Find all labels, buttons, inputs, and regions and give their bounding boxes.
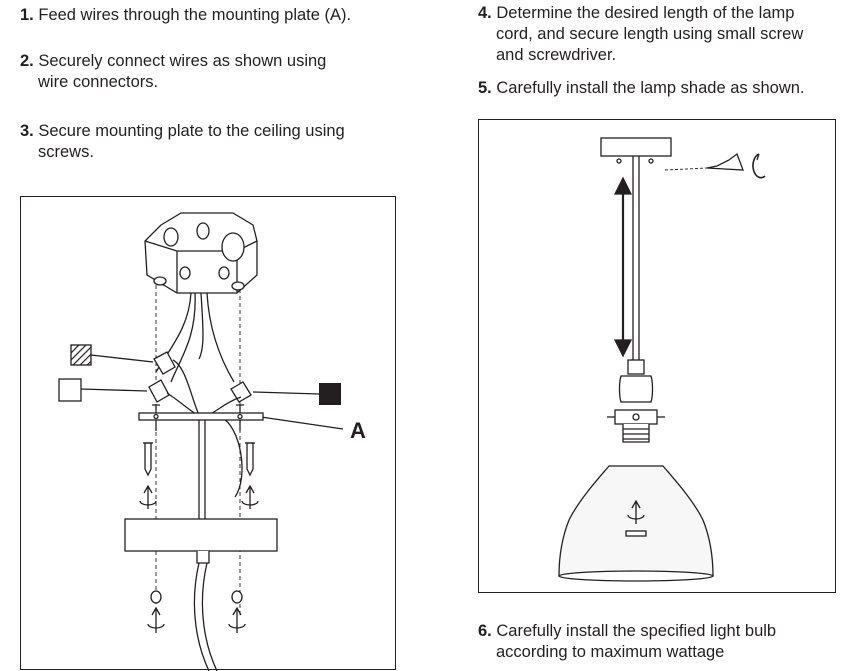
- lamp-shade-diagram: [558, 137, 766, 582]
- step-text: Feed wires through the mounting plate (A…: [38, 6, 352, 24]
- step-3: 3. Secure mounting plate to the ceiling …: [20, 121, 345, 163]
- step-number: 6.: [478, 622, 492, 640]
- lamp-shade: [558, 465, 714, 582]
- step-1: 1. Feed wires through the mounting plate…: [20, 5, 351, 26]
- step-number: 2.: [20, 52, 34, 70]
- step-5: 5. Carefully install the lamp shade as s…: [478, 78, 805, 99]
- box-wires: [155, 292, 235, 383]
- step-text-line-2: screws.: [38, 143, 94, 161]
- rotate-arrows-bottom: [147, 606, 246, 633]
- length-adjust-arrow: [613, 176, 633, 358]
- legend-leaders: [80, 354, 344, 430]
- set-screw-tool: [664, 152, 766, 179]
- step-text-line-1: Determine the desired length of the lamp: [496, 4, 795, 22]
- canopy-screws: [150, 590, 243, 604]
- step-text: Carefully install the lamp shade as show…: [496, 79, 805, 97]
- step-text-line-1: Carefully install the specified light bu…: [496, 622, 777, 640]
- step-number: 4.: [478, 4, 492, 22]
- lamp-cord: [193, 562, 210, 671]
- mounting-plate: [138, 404, 264, 431]
- step-text-line-2: according to maximum wattage: [496, 643, 725, 661]
- ground-wire-swatch: [70, 344, 92, 366]
- lamp-shade-diagram-panel: [478, 119, 836, 593]
- canopy: [124, 518, 278, 552]
- step-number: 5.: [478, 79, 492, 97]
- wire-connectors: [148, 351, 252, 403]
- step-number: 1.: [20, 6, 34, 24]
- step-text-line-2: wire connectors.: [38, 73, 159, 91]
- wiring-diagram-panel: [20, 196, 396, 671]
- step-2: 2. Securely connect wires as shown using…: [20, 51, 326, 93]
- step-4: 4. Determine the desired length of the l…: [478, 3, 803, 66]
- step-text-line-1: Securely connect wires as shown using: [38, 52, 327, 70]
- wiring-diagram: [58, 212, 344, 671]
- step-text-line-3: and screwdriver.: [496, 46, 617, 64]
- lamp-socket: [607, 359, 665, 443]
- mounting-screws: [143, 442, 255, 477]
- neutral-wire-swatch: [58, 378, 82, 402]
- step-text-line-1: Secure mounting plate to the ceiling usi…: [38, 122, 345, 140]
- rotate-arrows-mid: [139, 484, 259, 509]
- mounting-plate-label: A: [350, 418, 366, 443]
- junction-box: [144, 212, 258, 294]
- hot-wire-swatch: [319, 383, 341, 405]
- step-number: 3.: [20, 122, 34, 140]
- lamp-wires: [166, 359, 243, 527]
- alignment-guides: [155, 285, 241, 617]
- canopy: [600, 137, 672, 157]
- step-text-line-2: cord, and secure length using small scre…: [496, 25, 804, 43]
- step-6: 6. Carefully install the specified light…: [478, 621, 776, 663]
